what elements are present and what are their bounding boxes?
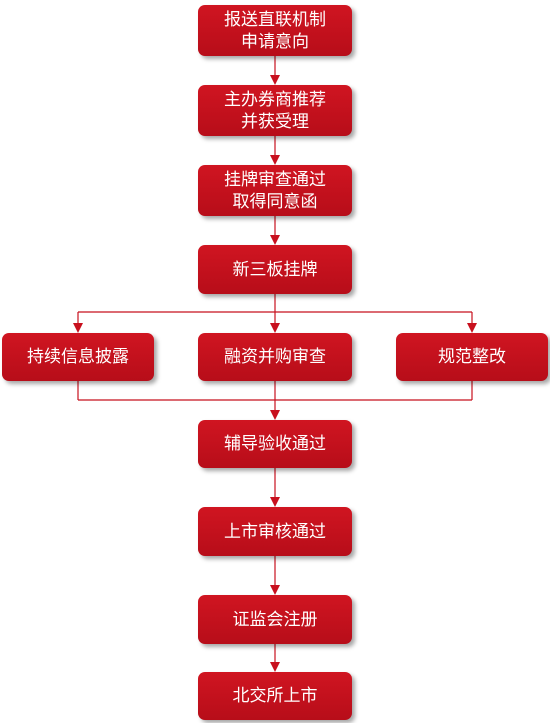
step-label: 证监会注册 — [232, 609, 318, 630]
step-label: 上市审核通过 — [224, 521, 326, 542]
step-label: 北交所上市 — [232, 686, 318, 706]
step-counseling-acceptance: 辅导验收通过 — [198, 420, 352, 468]
step-label: 持续信息披露 — [27, 347, 129, 367]
step-listing-approval: 上市审核通过 — [198, 507, 352, 556]
step-label: 新三板挂牌 — [232, 259, 318, 280]
step-listing-review: 挂牌审查通过 取得同意函 — [198, 165, 352, 216]
step-label: 挂牌审查通过 取得同意函 — [224, 169, 326, 212]
step-label: 规范整改 — [438, 347, 506, 367]
step-label: 主办券商推荐 并获受理 — [224, 89, 326, 132]
parallel-disclosure: 持续信息披露 — [2, 333, 154, 381]
step-submit-intent: 报送直联机制 申请意向 — [198, 5, 352, 56]
parallel-financing-review: 融资并购审查 — [198, 333, 352, 381]
step-neeq-listing: 新三板挂牌 — [198, 245, 352, 294]
step-broker-recommend: 主办券商推荐 并获受理 — [198, 85, 352, 136]
step-label: 融资并购审查 — [224, 347, 326, 367]
step-bse-listing: 北交所上市 — [198, 672, 352, 720]
parallel-rectification: 规范整改 — [396, 333, 548, 381]
step-label: 报送直联机制 申请意向 — [224, 9, 326, 52]
step-csrc-registration: 证监会注册 — [198, 595, 352, 644]
step-label: 辅导验收通过 — [224, 434, 326, 454]
